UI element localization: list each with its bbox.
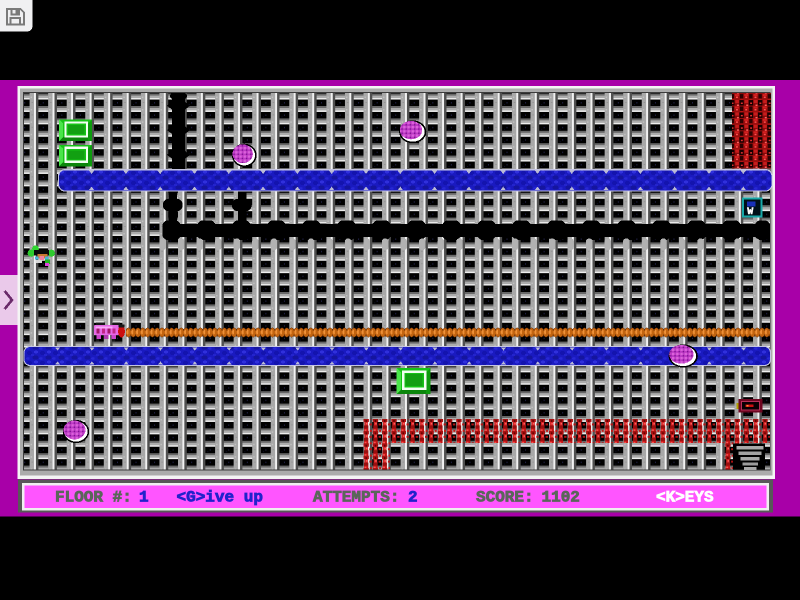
svg-text:<K>EYS: <K>EYS xyxy=(656,489,714,507)
svg-text:<G>ive up: <G>ive up xyxy=(177,489,263,507)
svg-text:FLOOR #:: FLOOR #: xyxy=(55,489,132,507)
svg-text:ATTEMPTS:: ATTEMPTS: xyxy=(313,489,399,507)
svg-text:2: 2 xyxy=(408,489,418,507)
svg-text:1102: 1102 xyxy=(542,489,580,507)
svg-text:W: W xyxy=(747,207,753,218)
svg-text:SCORE:: SCORE: xyxy=(476,489,534,507)
svg-text:1: 1 xyxy=(139,489,149,507)
